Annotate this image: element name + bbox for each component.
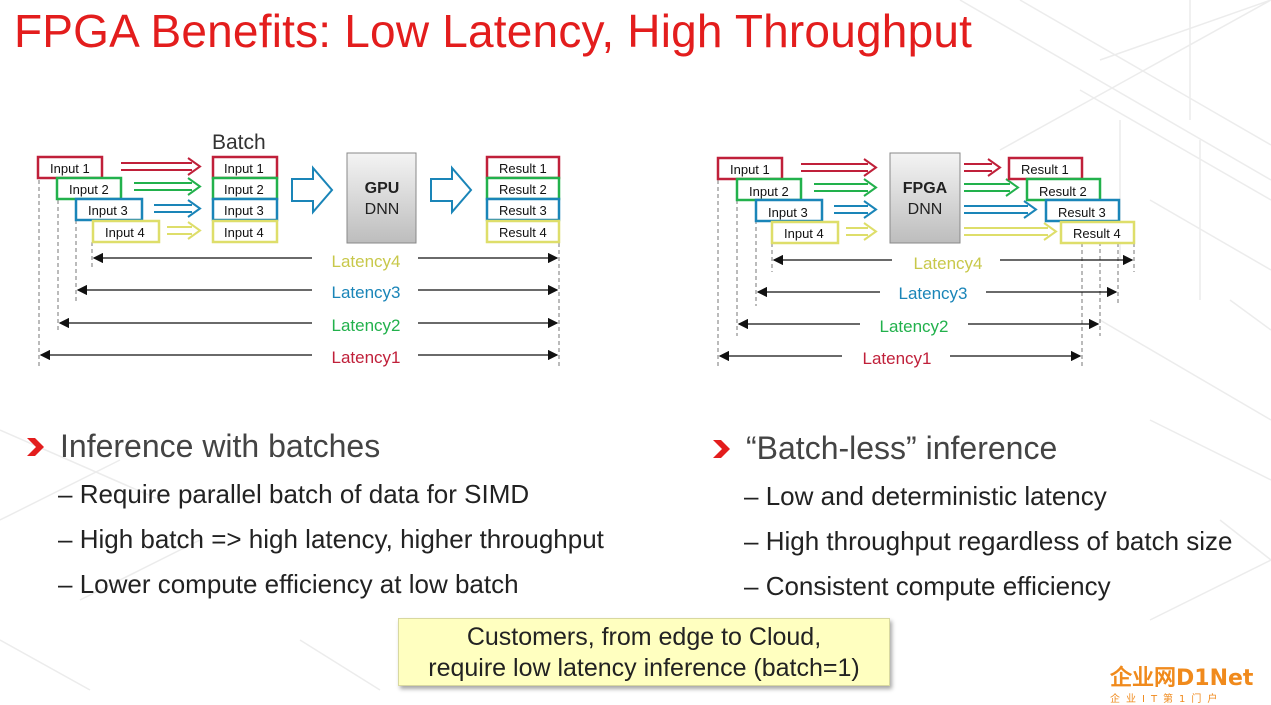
result-label-1: Result 1: [499, 161, 547, 176]
batch-input-box-1: Input 1: [211, 155, 279, 180]
callout-box: Customers, from edge to Cloud, require l…: [398, 618, 890, 686]
result-label-3: Result 3: [499, 203, 547, 218]
double-arrow-icon: [964, 158, 1058, 241]
input-label-2: Input 2: [69, 182, 109, 197]
logo-main: 企业网D1Net: [1110, 666, 1254, 691]
fpga-input-label-3: Input 3: [768, 205, 808, 220]
fpga-latency1-label: Latency1: [863, 349, 932, 368]
input-box-3: Input 3: [74, 197, 144, 222]
bullets-left: Inference with batches – Require paralle…: [24, 428, 604, 600]
result-box-1: Result 1: [485, 155, 561, 180]
bullet-item: – Low and deterministic latency: [744, 481, 1107, 511]
bullets-right: “Batch-less” inference – Low and determi…: [710, 430, 1233, 602]
fpga-input-box-4: Input 4: [770, 220, 840, 245]
latency3-label: Latency3: [332, 283, 401, 302]
d1net-logo: 企业网D1Net 企业IT第1门户: [1110, 660, 1270, 705]
gpu-dnn-label: DNN: [365, 201, 400, 218]
batch-input-label-2: Input 2: [224, 182, 264, 197]
fpga-result-box-1: Result 1: [1007, 156, 1084, 181]
bullet-item: – Consistent compute efficiency: [744, 571, 1111, 601]
input-label-1: Input 1: [50, 161, 90, 176]
input-box-2: Input 2: [55, 176, 123, 201]
batch-label: Batch: [212, 131, 266, 154]
fpga-result-label-1: Result 1: [1021, 162, 1069, 177]
double-arrow-icon: [121, 157, 202, 240]
input-box-4: Input 4: [91, 219, 161, 244]
chevron-right-icon: [27, 437, 44, 456]
result-box-2: Result 2: [485, 176, 561, 201]
slide-title: FPGA Benefits: Low Latency, High Through…: [14, 5, 973, 57]
gpu-box: [346, 152, 417, 244]
double-arrow-icon: [801, 158, 878, 241]
fpga-result-label-3: Result 3: [1058, 205, 1106, 220]
input-box-1: Input 1: [36, 155, 104, 180]
result-label-2: Result 2: [499, 182, 547, 197]
fpga-result-box-3: Result 3: [1044, 198, 1121, 223]
fpga-result-box-2: Result 2: [1025, 177, 1102, 202]
fpga-result-label-2: Result 2: [1039, 184, 1087, 199]
latency4-label: Latency4: [332, 252, 401, 271]
result-box-4: Result 4: [485, 219, 561, 244]
bullet-item: – Lower compute efficiency at low batch: [58, 569, 519, 599]
gpu-label: GPU: [365, 180, 400, 197]
batch-input-label-3: Input 3: [224, 203, 264, 218]
batch-input-box-2: Input 2: [211, 176, 279, 201]
fpga-latency2-label: Latency2: [880, 317, 949, 336]
block-arrow-icon: [430, 165, 473, 215]
chevron-right-icon: [713, 439, 730, 458]
fpga-box: [889, 152, 961, 244]
fpga-input-label-4: Input 4: [784, 226, 824, 241]
block-arrow-icon: [291, 165, 334, 215]
input-label-4: Input 4: [105, 225, 145, 240]
result-box-3: Result 3: [485, 197, 561, 222]
input-label-3: Input 3: [88, 203, 128, 218]
callout-line-2: require low latency inference (batch=1): [428, 654, 860, 682]
bullet-item: – High throughput regardless of batch si…: [744, 526, 1233, 556]
callout-line-1: Customers, from edge to Cloud,: [466, 623, 822, 651]
fpga-input-box-1: Input 1: [716, 156, 784, 181]
result-label-4: Result 4: [499, 225, 547, 240]
bullet-heading-right: “Batch-less” inference: [746, 430, 1058, 466]
bullet-heading-left: Inference with batches: [60, 428, 381, 464]
fpga-input-label-2: Input 2: [749, 184, 789, 199]
batch-input-box-4: Input 4: [211, 219, 279, 244]
fpga-result-label-4: Result 4: [1073, 226, 1121, 241]
batch-input-label-1: Input 1: [224, 161, 264, 176]
fpga-latency3-label: Latency3: [899, 284, 968, 303]
fpga-latency4-label: Latency4: [914, 254, 983, 273]
bullet-item: – Require parallel batch of data for SIM…: [58, 479, 530, 509]
fpga-input-label-1: Input 1: [730, 162, 770, 177]
fpga-input-box-3: Input 3: [754, 198, 824, 223]
batch-input-label-4: Input 4: [224, 225, 264, 240]
batch-input-box-3: Input 3: [211, 197, 279, 222]
latency1-label: Latency1: [332, 348, 401, 367]
fpga-result-box-4: Result 4: [1059, 220, 1136, 245]
fpga-label: FPGA: [903, 180, 948, 197]
fpga-dnn-label: DNN: [908, 201, 943, 218]
logo-sub: 企业IT第1门户: [1110, 694, 1224, 705]
bullet-item: – High batch => high latency, higher thr…: [58, 524, 604, 554]
fpga-input-box-2: Input 2: [735, 177, 803, 202]
latency2-label: Latency2: [332, 316, 401, 335]
